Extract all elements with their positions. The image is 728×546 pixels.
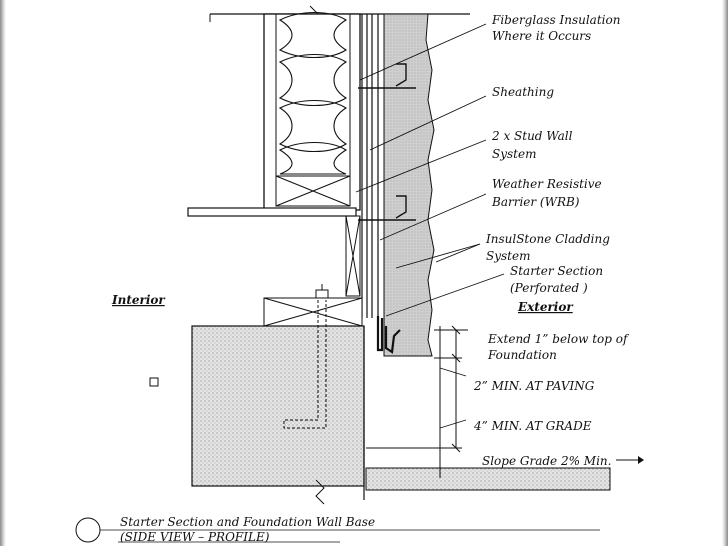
label-stud-line2: System	[492, 147, 536, 161]
sheathing-wrb	[361, 14, 379, 330]
label-grade: 4” MIN. AT GRADE	[473, 419, 592, 433]
label-paving: 2” MIN. AT PAVING	[473, 379, 595, 393]
grade-slab	[365, 447, 611, 491]
label-sheathing: Sheathing	[492, 85, 554, 99]
label-starter-line1: Starter Section	[510, 264, 603, 278]
foundation-wall	[191, 325, 365, 505]
leader-lines	[355, 23, 505, 429]
fiberglass-insulation	[278, 12, 348, 175]
right-frame-shadow	[722, 0, 728, 546]
caption-marker	[75, 517, 600, 543]
label-extend-line1: Extend 1” below top of	[487, 332, 630, 346]
label-stud-line1: 2 x Stud Wall	[491, 129, 573, 143]
label-wrb-line2: Barrier (WRB)	[491, 195, 580, 209]
caption-subtitle: (SIDE VIEW – PROFILE)	[120, 530, 270, 544]
cladding-clips	[358, 63, 416, 221]
stud-wall	[263, 13, 361, 211]
caption-title: Starter Section and Foundation Wall Base	[120, 515, 375, 529]
small-square-marker	[149, 377, 159, 387]
floor-joist	[187, 207, 357, 217]
label-wrb-line1: Weather Resistive	[492, 177, 602, 191]
label-cladding-line2: System	[486, 249, 530, 263]
label-starter-line2: (Perforated )	[510, 281, 588, 295]
label-slope: Slope Grade 2% Min.	[482, 454, 611, 468]
slope-arrow	[616, 456, 644, 464]
label-cladding-line1: InsulStone Cladding	[485, 232, 610, 246]
rim-joist	[345, 215, 361, 297]
label-exterior: Exterior	[517, 300, 574, 314]
dimension-lines	[434, 325, 468, 478]
label-extend-line2: Foundation	[487, 348, 557, 362]
anchor-bolt	[283, 300, 327, 429]
stone-cladding	[383, 13, 435, 357]
label-fiberglass-line2: Where it Occurs	[492, 29, 591, 43]
label-fiberglass-line1: Fiberglass Insulation	[491, 13, 620, 27]
left-frame-shadow	[0, 0, 6, 546]
starter-section	[376, 316, 401, 354]
label-interior: Interior	[111, 293, 166, 307]
plate-blocks	[275, 175, 351, 207]
